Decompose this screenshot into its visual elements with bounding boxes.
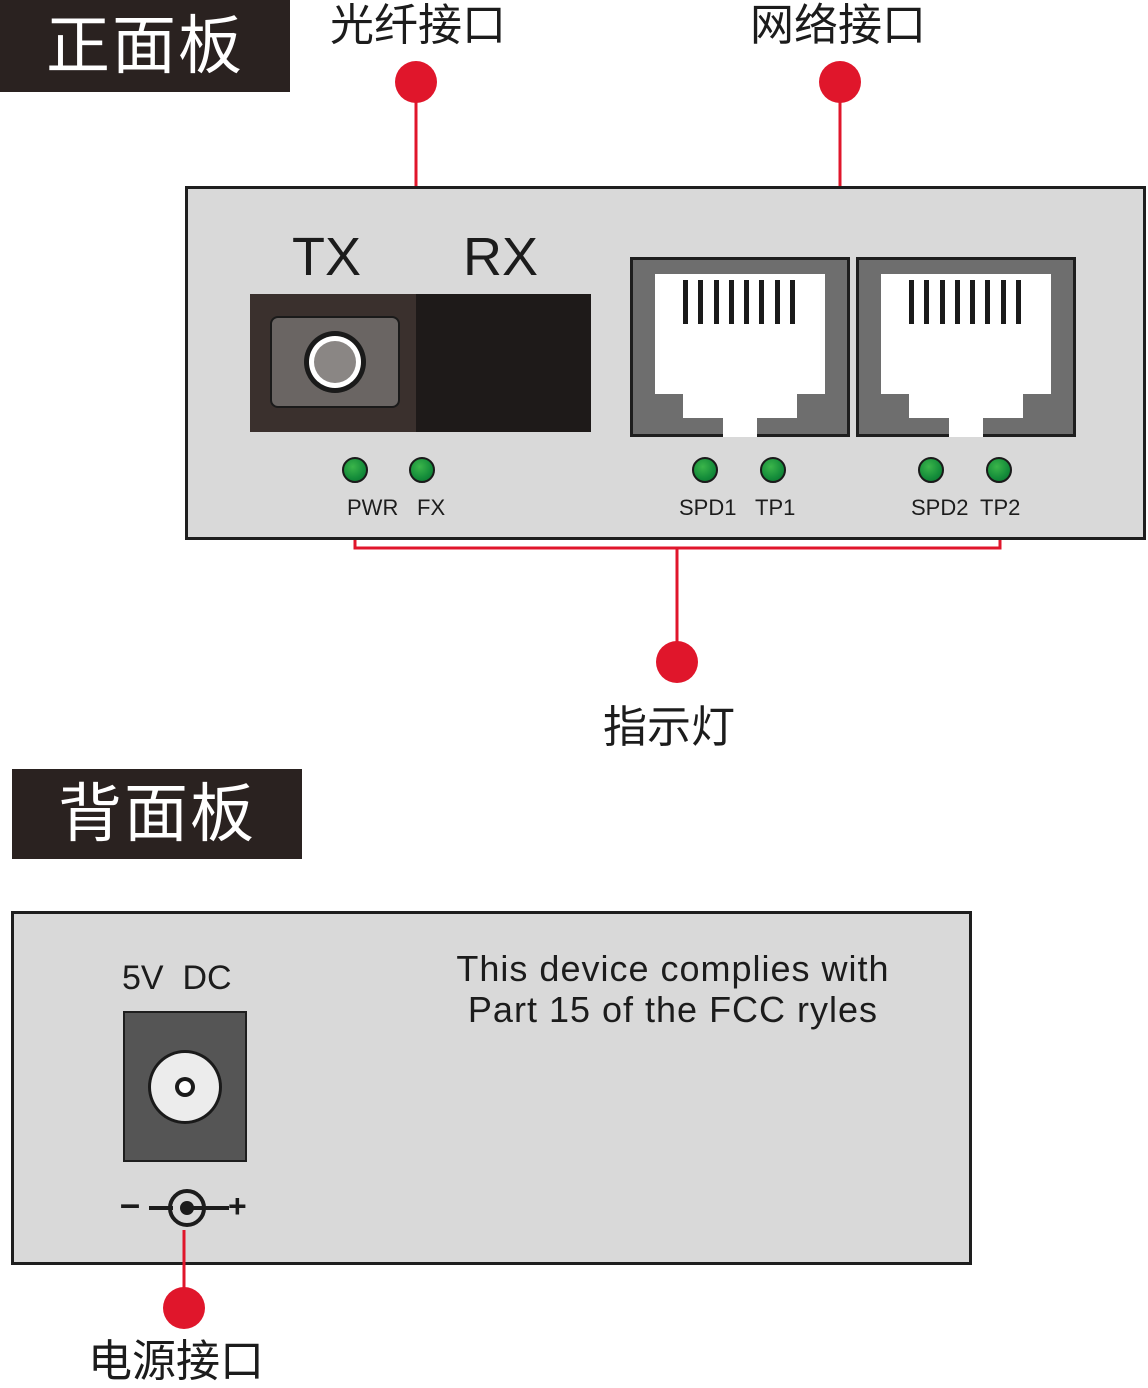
dc-power-jack[interactable] <box>123 1011 247 1162</box>
polarity-minus: – <box>120 1183 141 1224</box>
fcc-compliance-line-2: Part 15 of the FCC ryles <box>467 989 879 1031</box>
fcc-compliance-text: This device complies with Part 15 of the… <box>400 948 946 1031</box>
dc-jack-socket-icon <box>148 1050 222 1124</box>
power-voltage-label: 5V DC <box>122 959 232 997</box>
front-panel-title: 正面板 <box>0 0 290 92</box>
tx-ferrule-icon <box>304 331 366 393</box>
polarity-symbol-icon <box>149 1189 229 1227</box>
rj45-port-2[interactable] <box>856 257 1076 437</box>
power-port-callout-label: 电源接口 <box>88 1337 264 1386</box>
fx-led <box>409 457 435 483</box>
spd1-led-label: SPD1 <box>679 495 737 520</box>
tx-label: TX <box>292 227 362 287</box>
spd1-led <box>692 457 718 483</box>
indicator-callout-dot <box>656 641 698 683</box>
network-port-callout-label: 网络接口 <box>750 1 926 50</box>
fcc-compliance-line-1: This device complies with <box>456 948 890 989</box>
network-callout-dot <box>819 61 861 103</box>
tp2-led <box>986 457 1012 483</box>
polarity-plus: + <box>228 1188 247 1224</box>
power-callout-dot <box>163 1287 205 1329</box>
spd2-led-label: SPD2 <box>911 495 969 520</box>
tp1-led <box>760 457 786 483</box>
indicator-callout-bracket <box>353 530 1002 660</box>
pwr-led <box>342 457 368 483</box>
fiber-callout-dot <box>395 61 437 103</box>
indicator-callout-label: 指示灯 <box>603 703 735 752</box>
fiber-port-callout-label: 光纤接口 <box>330 1 506 50</box>
back-panel-title: 背面板 <box>12 769 302 859</box>
rj45-port-1[interactable] <box>630 257 850 437</box>
fiber-sc-port[interactable] <box>250 294 591 432</box>
tx-port-housing <box>250 294 416 432</box>
pwr-led-label: PWR <box>347 495 399 520</box>
tx-port-face <box>270 316 400 408</box>
spd2-led <box>918 457 944 483</box>
fx-led-label: FX <box>417 495 446 520</box>
rx-label: RX <box>463 227 539 287</box>
tp1-led-label: TP1 <box>755 495 796 520</box>
rj45-port-2-pins <box>909 280 1021 324</box>
rj45-port-1-pins <box>683 280 795 324</box>
power-callout-line <box>163 1230 205 1329</box>
tp2-led-label: TP2 <box>980 495 1021 520</box>
